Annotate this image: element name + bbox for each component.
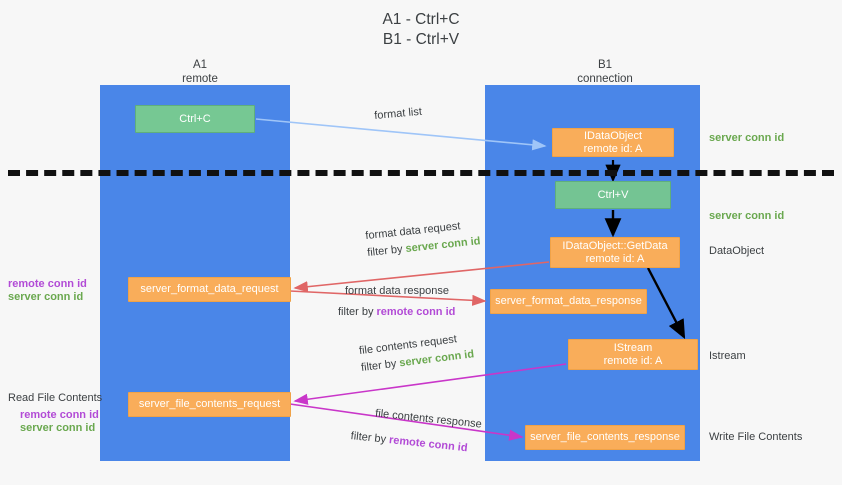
right-label-write-file-contents: Write File Contents: [709, 431, 803, 443]
box-ctrl-c[interactable]: Ctrl+C: [135, 105, 255, 133]
box-server-format-data-request-label: server_format_data_request: [140, 283, 279, 295]
left-label-server-conn-id-2: server conn id: [20, 422, 96, 434]
left-label-remote-conn-id-2: remote conn id: [20, 409, 99, 421]
box-getdata-sub: remote id: A: [585, 252, 645, 265]
lane-b1-sub: connection: [577, 73, 633, 85]
box-server-file-contents-response-label: server_file_contents_response: [530, 431, 680, 443]
box-idataobject-getdata[interactable]: IDataObject::GetData remote id: A: [550, 237, 680, 268]
box-idataobject-title: IDataObject: [583, 129, 643, 142]
box-getdata-title: IDataObject::GetData: [562, 239, 668, 252]
remote-conn-id-2: remote conn id: [388, 434, 469, 455]
server-conn-id-1: server conn id: [404, 235, 481, 255]
title-line-2: B1 - Ctrl+V: [382, 31, 460, 48]
filter-by-prefix-2: filter by: [338, 306, 377, 318]
lane-a1-sub: remote: [182, 73, 218, 85]
box-server-file-contents-request-label: server_file_contents_request: [138, 398, 281, 410]
box-istream[interactable]: IStream remote id: A: [568, 339, 698, 370]
edge-label-file-contents-response-text: file contents response: [374, 407, 483, 431]
filter-by-prefix-3: filter by: [360, 357, 401, 375]
box-server-format-data-response[interactable]: server_format_data_response: [490, 289, 647, 314]
box-istream-sub: remote id: A: [603, 354, 663, 367]
edge-label-format-data-response-filter: filter by remote conn id: [338, 306, 455, 319]
lane-header-b1: B1 connection: [540, 58, 670, 86]
filter-by-prefix-4: filter by: [350, 430, 390, 447]
box-server-format-data-response-label: server_format_data_response: [495, 295, 642, 307]
right-label-dataobject: DataObject: [709, 245, 765, 257]
phase-divider: [8, 170, 834, 176]
box-server-file-contents-response[interactable]: server_file_contents_response: [525, 425, 685, 450]
left-label-read-file-contents: Read File Contents: [8, 392, 103, 404]
right-label-server-conn-id-mid: server conn id: [709, 210, 785, 222]
edge-label-file-contents-request: file contents request filter by server c…: [358, 331, 475, 375]
lane-header-a1: A1 remote: [140, 58, 260, 86]
right-label-istream: Istream: [709, 350, 746, 362]
left-label-server-conn-id-1: server conn id: [8, 291, 84, 303]
box-ctrl-v-label: Ctrl+V: [597, 188, 629, 201]
filter-by-prefix-1: filter by: [366, 243, 407, 260]
left-label-group-1: remote conn id server conn id: [8, 278, 87, 304]
box-ctrl-v[interactable]: Ctrl+V: [555, 181, 671, 209]
edge-label-file-contents-response-filter: filter by remote conn id: [350, 430, 480, 456]
edge-label-format-data-request: format data request filter by server con…: [365, 218, 481, 260]
box-server-format-data-request[interactable]: server_format_data_request: [128, 277, 291, 302]
edge-label-format-data-response-text: format data response: [345, 285, 449, 297]
lane-a1-name: A1: [192, 59, 208, 71]
box-server-file-contents-request[interactable]: server_file_contents_request: [128, 392, 291, 417]
title-line-1: A1 - Ctrl+C: [382, 11, 460, 28]
edge-label-file-contents-response: file contents response filter by remote …: [350, 405, 482, 456]
box-idataobject[interactable]: IDataObject remote id: A: [552, 128, 674, 157]
edge-label-format-data-response: format data response filter by remote co…: [338, 285, 455, 319]
right-label-server-conn-id-top: server conn id: [709, 132, 785, 144]
box-istream-title: IStream: [613, 341, 653, 354]
diagram-title: A1 - Ctrl+C B1 - Ctrl+V: [0, 10, 842, 50]
lane-b1-name: B1: [597, 59, 613, 71]
remote-conn-id-1: remote conn id: [376, 306, 456, 318]
edge-label-format-list: format list: [373, 105, 423, 123]
box-ctrl-c-label: Ctrl+C: [179, 112, 211, 125]
left-label-remote-conn-id-1: remote conn id: [8, 278, 87, 290]
box-idataobject-sub: remote id: A: [583, 142, 643, 155]
left-label-group-2: Read File Contents remote conn id server…: [8, 392, 102, 435]
